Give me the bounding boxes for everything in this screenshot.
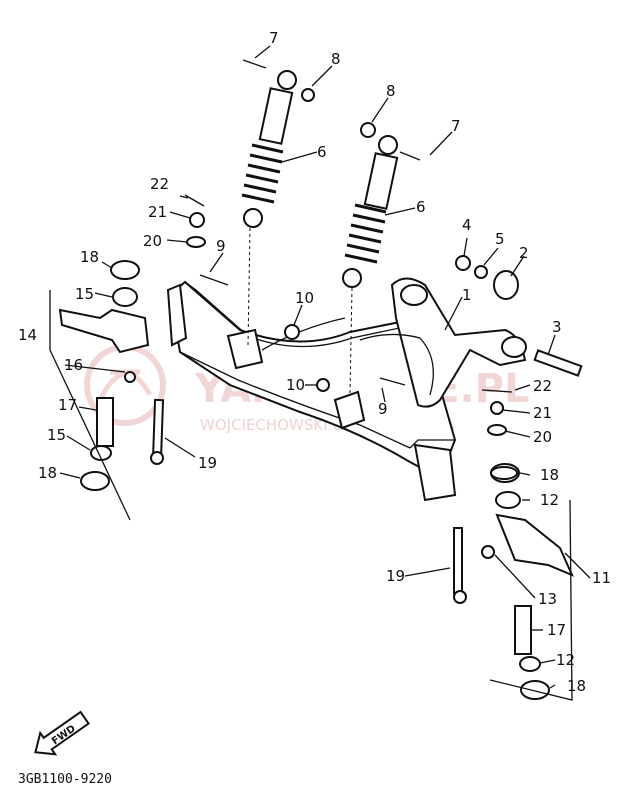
callout-2: 2 <box>519 244 529 262</box>
callout-13: 13 <box>538 590 557 608</box>
callout-9-right: 9 <box>378 400 388 418</box>
callout-10-lower: 10 <box>286 376 305 394</box>
callout-22-right: 22 <box>533 377 552 395</box>
callout-18-right-lower: 18 <box>567 677 586 695</box>
callout-10-upper: 10 <box>295 289 314 307</box>
callout-17-right: 17 <box>547 621 566 639</box>
callout-19-left: 19 <box>198 454 217 472</box>
callout-17-left: 17 <box>58 396 77 414</box>
callout-19-right: 19 <box>386 567 405 585</box>
fwd-arrow-icon: FWD <box>34 710 90 756</box>
callout-11: 11 <box>592 569 611 587</box>
callout-8-left: 8 <box>331 50 341 68</box>
callout-5: 5 <box>495 230 505 248</box>
hardware <box>150 194 583 604</box>
callout-12-upper: 12 <box>540 491 559 509</box>
callout-7-right: 7 <box>451 117 461 135</box>
callout-1: 1 <box>462 286 472 304</box>
callout-21-left: 21 <box>148 203 167 221</box>
a-arm <box>359 277 527 408</box>
callout-21-right: 21 <box>533 404 552 422</box>
callout-7-left: 7 <box>269 29 279 47</box>
callout-15-lower: 15 <box>47 426 66 444</box>
callout-4: 4 <box>462 216 472 234</box>
callout-20-right: 20 <box>533 428 552 446</box>
shock-absorber-right <box>342 122 421 396</box>
callout-12-lower: 12 <box>556 651 575 669</box>
callout-20-left: 20 <box>143 232 162 250</box>
callout-18-lower-left: 18 <box>38 464 57 482</box>
callout-15-upper: 15 <box>75 285 94 303</box>
callout-9-left: 9 <box>216 237 226 255</box>
callout-6-left: 6 <box>317 143 327 161</box>
knuckle-left <box>49 260 150 521</box>
callout-14: 14 <box>18 326 37 344</box>
leader-lines <box>59 45 591 689</box>
shock-absorber-left <box>241 59 315 346</box>
callout-3: 3 <box>552 318 562 336</box>
callout-6-right: 6 <box>416 198 426 216</box>
callout-18-upper-left: 18 <box>80 248 99 266</box>
front-frame <box>166 280 457 502</box>
callout-16: 16 <box>64 356 83 374</box>
callouts: 1 2 3 4 5 6 6 7 7 8 8 9 9 10 10 11 12 12… <box>18 29 611 695</box>
callout-22-left: 22 <box>150 175 169 193</box>
callout-18-right-upper: 18 <box>540 466 559 484</box>
diagram-code: 3GB1100-9220 <box>18 772 112 787</box>
callout-8-right: 8 <box>386 82 396 100</box>
